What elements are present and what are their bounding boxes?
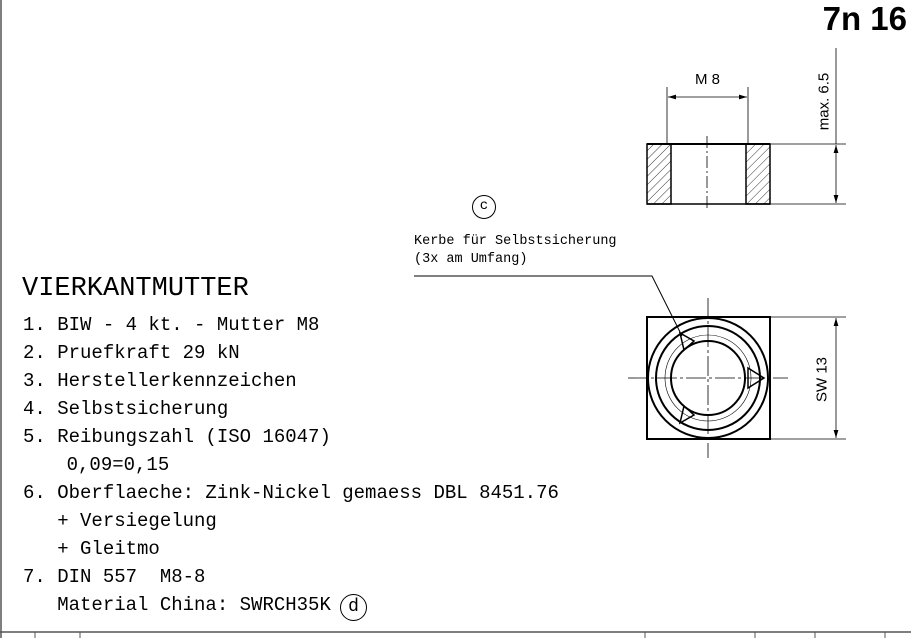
spec-item: 6. Oberflaeche: Zink-Nickel gemaess DBL … [23, 482, 559, 504]
title-block-dividers [34, 632, 886, 638]
sw-dimension: SW 13 [813, 357, 831, 403]
spec-item: 3. Herstellerkennzeichen [23, 370, 297, 392]
note-line-1: Kerbe für Selbstsicherung [414, 234, 617, 249]
note-line-2: (3x am Umfang) [414, 252, 528, 267]
spec-item: 2. Pruefkraft 29 kN [23, 342, 240, 364]
spec-item: 0,09=0,15 [21, 454, 170, 476]
height-dimension: max. 6.5 [815, 72, 833, 131]
spec-item: 7. DIN 557 M8-8 [23, 566, 206, 588]
drawing-code: 7n 16 [822, 0, 907, 37]
spec-item: 1. BIW - 4 kt. - Mutter M8 [23, 314, 320, 336]
thread-dimension: M 8 [695, 71, 721, 88]
spec-item: + Versiegelung [23, 510, 217, 532]
top-view [414, 275, 846, 458]
part-title: VIERKANTMUTTER [22, 274, 249, 304]
spec-item: Material China: SWRCH35K [23, 594, 331, 616]
spec-item: 4. Selbstsicherung [23, 398, 229, 420]
section-view [646, 48, 846, 210]
spec-item: 5. Reibungszahl (ISO 16047) [23, 426, 331, 448]
spec-item: + Gleitmo [23, 538, 160, 560]
revision-marker-d: d [340, 594, 367, 621]
revision-marker-c: c [472, 195, 496, 219]
